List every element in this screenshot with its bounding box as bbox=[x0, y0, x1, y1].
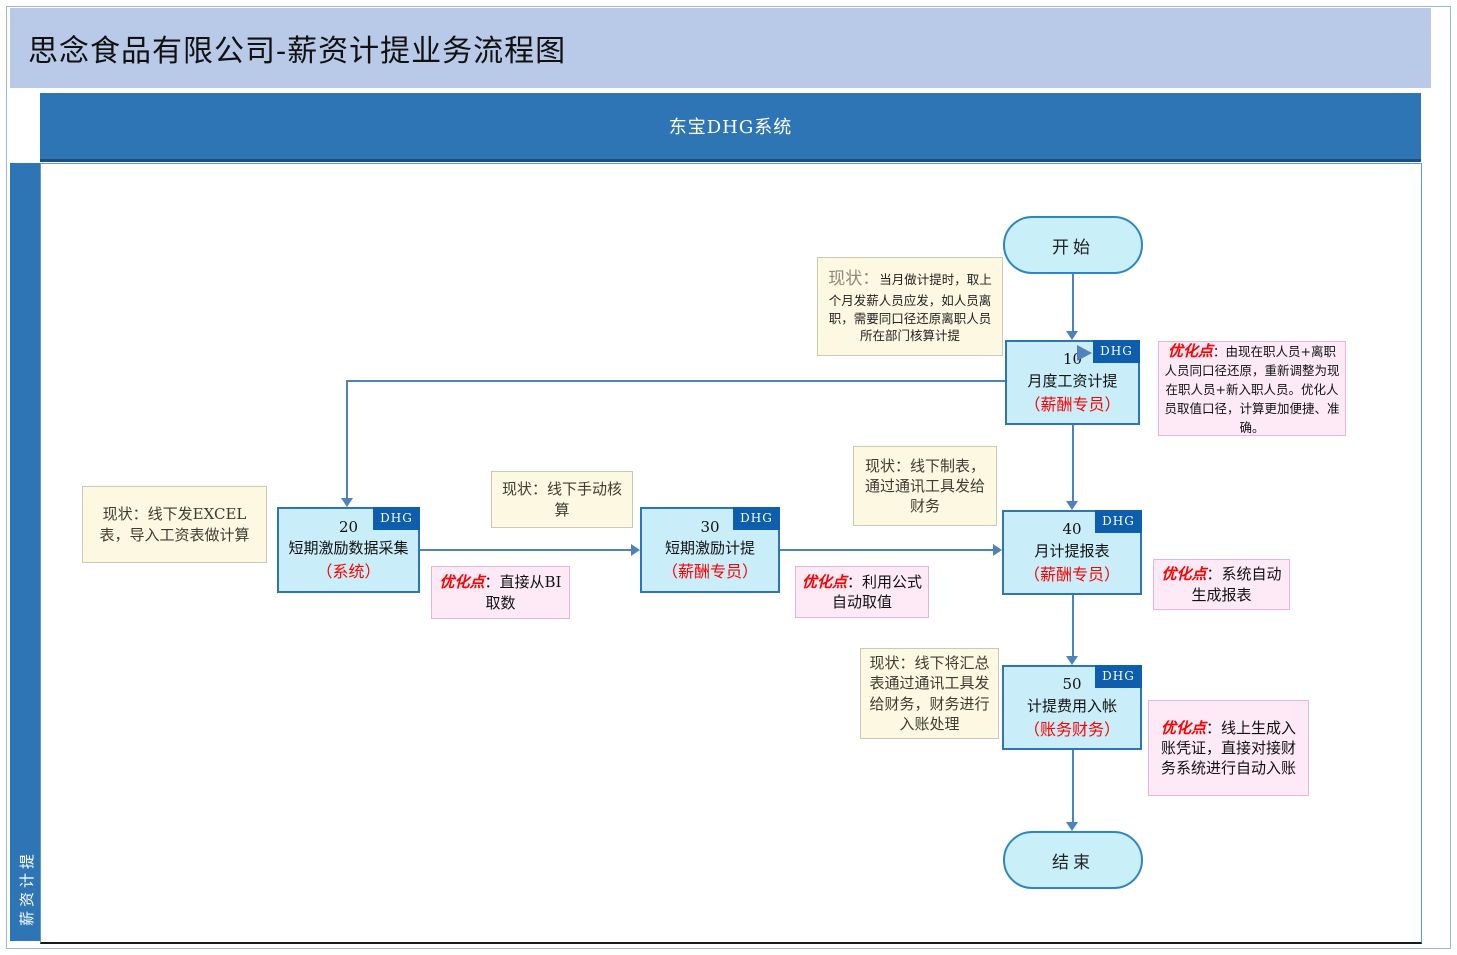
status-note-20: 现状：线下发EXCEL表，导入工资表做计算 bbox=[82, 486, 267, 563]
process-box-30: DHG 30 短期激励计提 （薪酬专员） bbox=[640, 507, 780, 593]
arrowhead-10-to-20 bbox=[341, 498, 353, 507]
connector-40-to-50 bbox=[1072, 595, 1074, 658]
connector-10-to-20-vertical bbox=[346, 380, 348, 500]
status-label: 现状： bbox=[869, 654, 915, 672]
start-label: 开始 bbox=[1052, 237, 1094, 258]
optimization-note-10-text: 由现在职人员+离职人员同口径还原，重新调整为现在职人员+新入职人员。优化人员取值… bbox=[1164, 343, 1340, 435]
status-note-10: 现状：当月做计提时，取上个月发薪人员应发，如人员离职，需要同口径还原离职人员所在… bbox=[817, 257, 1003, 356]
optimization-label: 优化点 bbox=[1160, 718, 1206, 737]
colon: ： bbox=[484, 573, 500, 592]
connector-start-to-10 bbox=[1072, 274, 1074, 332]
connector-30-to-40 bbox=[780, 549, 994, 551]
connector-10-to-40 bbox=[1072, 425, 1074, 503]
connector-20-to-30 bbox=[420, 549, 632, 551]
status-label: 现状： bbox=[828, 269, 880, 290]
status-note-20-text: 线下发EXCEL表，导入工资表做计算 bbox=[99, 505, 250, 544]
dhg-tag-30: DHG bbox=[733, 507, 780, 530]
step-name-50: 计提费用入帐 bbox=[1026, 696, 1117, 715]
page-title: 思念食品有限公司-薪资计提业务流程图 bbox=[28, 34, 567, 69]
optimization-note-50: 优化点：线上生成入账凭证，直接对接财务系统进行自动入账 bbox=[1148, 700, 1309, 796]
status-note-40: 现状：线下制表，通过通讯工具发给财务 bbox=[853, 446, 997, 526]
system-band-header: 东宝DHG系统 bbox=[40, 93, 1421, 162]
status-note-10-text: 当月做计提时，取上个月发薪人员应发，如人员离职，需要同口径还原离职人员所在部门核… bbox=[828, 272, 992, 344]
lane-label: 薪资计提 bbox=[18, 850, 36, 927]
end-label: 结束 bbox=[1052, 852, 1094, 873]
title-bar: 思念食品有限公司-薪资计提业务流程图 bbox=[10, 8, 1431, 88]
arrowhead-20-to-30 bbox=[631, 544, 640, 556]
connector-10-to-20-horizontal bbox=[347, 380, 1006, 382]
status-note-30-text: 线下手动核算 bbox=[547, 480, 623, 519]
process-box-10: DHG 10 月度工资计提 （薪酬专员） bbox=[1005, 340, 1140, 425]
step-name-20: 短期激励数据采集 bbox=[288, 539, 409, 558]
step-role-20: （系统） bbox=[316, 562, 381, 582]
colon: ： bbox=[1206, 565, 1222, 584]
colon: ： bbox=[846, 572, 862, 591]
step-role-30: （薪酬专员） bbox=[661, 562, 758, 582]
optimization-note-10: 优化点：由现在职人员+离职人员同口径还原，重新调整为现在职人员+新入职人员。优化… bbox=[1158, 341, 1346, 436]
dhg-tag-10: DHG bbox=[1093, 340, 1140, 363]
optimization-label: 优化点 bbox=[801, 572, 847, 591]
optimization-note-20-text: 直接从BI取数 bbox=[485, 573, 562, 612]
step-number-40: 40 bbox=[1062, 520, 1082, 539]
arrowhead-40-to-50 bbox=[1066, 656, 1078, 665]
dhg-tag-20: DHG bbox=[373, 507, 420, 530]
status-label: 现状： bbox=[501, 480, 547, 499]
step-role-50: （账务财务） bbox=[1023, 719, 1120, 739]
optimization-label: 优化点 bbox=[1161, 565, 1207, 584]
step-name-40: 月计提报表 bbox=[1034, 541, 1110, 560]
step-number-50: 50 bbox=[1062, 675, 1082, 694]
process-box-50: DHG 50 计提费用入帐 （账务财务） bbox=[1002, 665, 1142, 750]
lane-strip: 薪资计提 bbox=[10, 163, 40, 941]
optimization-note-30: 优化点：利用公式自动取值 bbox=[795, 566, 929, 618]
colon: ： bbox=[1213, 343, 1226, 359]
arrowhead-50-to-end bbox=[1066, 822, 1078, 831]
step-number-20: 20 bbox=[338, 517, 359, 536]
arrowhead-start-to-10 bbox=[1066, 331, 1078, 340]
optimization-label: 优化点 bbox=[439, 573, 485, 592]
diagram-area bbox=[40, 163, 1422, 944]
process-box-40: DHG 40 月计提报表 （薪酬专员） bbox=[1002, 510, 1142, 595]
colon: ： bbox=[1205, 718, 1221, 737]
status-note-50-text: 线下将汇总表通过通讯工具发给财务，财务进行入账处理 bbox=[869, 654, 990, 733]
optimization-note-30-text: 利用公式自动取值 bbox=[831, 572, 923, 611]
optimization-label: 优化点 bbox=[1167, 341, 1213, 360]
start-terminator: 开始 bbox=[1003, 216, 1143, 274]
outer-frame bbox=[6, 6, 1451, 949]
end-terminator: 结束 bbox=[1003, 831, 1143, 889]
connector-50-to-end bbox=[1072, 750, 1074, 824]
step-role-10: （薪酬专员） bbox=[1024, 394, 1121, 414]
dhg-arrow-icon bbox=[1077, 345, 1092, 361]
status-label: 现状： bbox=[864, 456, 910, 475]
status-label: 现状： bbox=[102, 505, 148, 524]
optimization-note-40-text: 系统自动生成报表 bbox=[1191, 565, 1282, 604]
system-band-label: 东宝DHG系统 bbox=[668, 117, 793, 138]
dhg-tag-40: DHG bbox=[1095, 510, 1142, 533]
process-box-20: DHG 20 短期激励数据采集 （系统） bbox=[277, 507, 420, 593]
status-note-30: 现状：线下手动核算 bbox=[491, 471, 633, 528]
arrowhead-30-to-40 bbox=[993, 544, 1002, 556]
dhg-tag-50: DHG bbox=[1095, 665, 1142, 688]
arrowhead-10-to-40 bbox=[1066, 501, 1078, 510]
step-number-30: 30 bbox=[700, 517, 720, 536]
optimization-note-50-text: 线上生成入账凭证，直接对接财务系统进行自动入账 bbox=[1160, 718, 1297, 778]
optimization-note-20: 优化点：直接从BI取数 bbox=[431, 566, 570, 619]
status-note-40-text: 线下制表，通过通讯工具发给财务 bbox=[864, 456, 986, 516]
optimization-note-40: 优化点：系统自动生成报表 bbox=[1153, 559, 1290, 610]
step-role-40: （薪酬专员） bbox=[1023, 564, 1120, 584]
step-name-30: 短期激励计提 bbox=[664, 539, 755, 558]
status-note-50: 现状：线下将汇总表通过通讯工具发给财务，财务进行入账处理 bbox=[860, 648, 999, 739]
step-name-10: 月度工资计提 bbox=[1027, 371, 1118, 390]
